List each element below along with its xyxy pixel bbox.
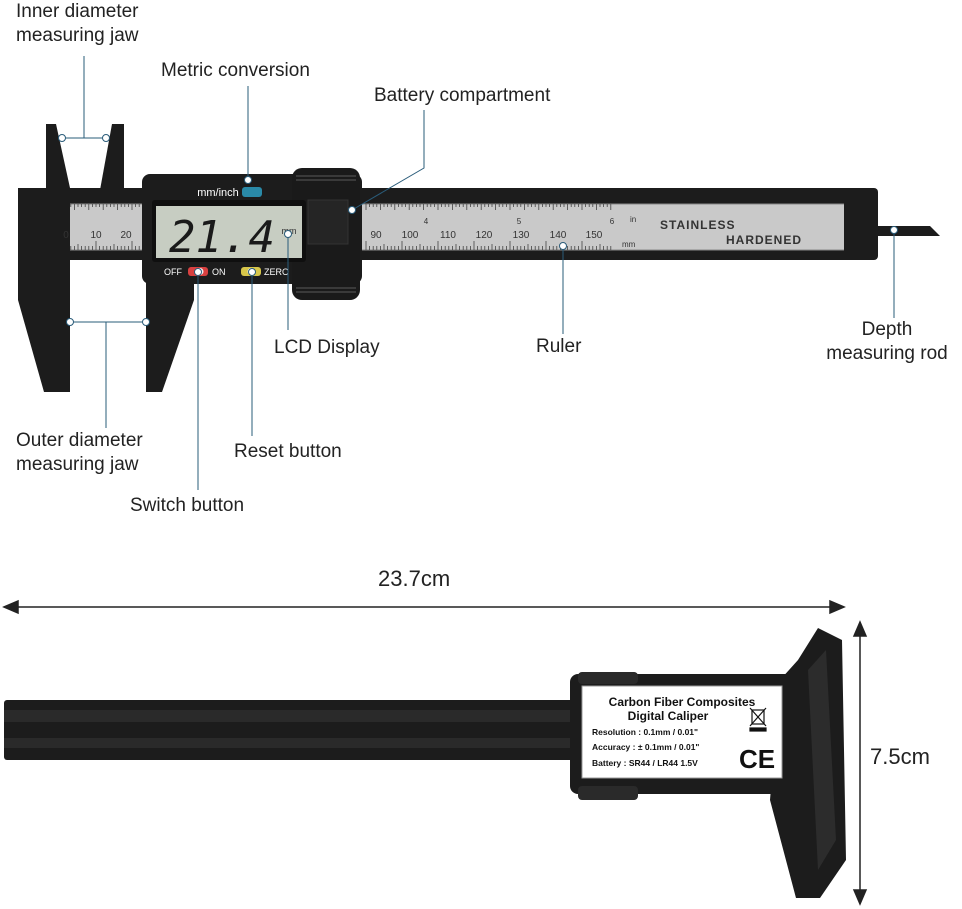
ruler-scale-number: 120 (476, 230, 493, 241)
mode-label: mm/inch (197, 187, 239, 199)
depth-rod-callout: Depth measuring rod (826, 319, 948, 364)
lcd-display-callout: LCD Display (274, 337, 380, 358)
caliper-side-view: Carbon Fiber Composites Digital Caliper … (2, 599, 868, 906)
zero-label: ZERO (264, 267, 289, 277)
leader-lines (62, 56, 895, 490)
stainless-text: STAINLESS (660, 218, 735, 232)
weee-bin-icon (749, 707, 767, 732)
spec-resolution: Resolution : 0.1mm / 0.01" (592, 727, 698, 737)
fixed-inner-jaw (46, 124, 70, 188)
ruler-scale-number: 20 (120, 230, 132, 241)
sliding-outer-jaw (146, 260, 194, 392)
height-arrow (852, 620, 868, 906)
ruler-inch-number: 4 (424, 217, 429, 226)
on-label: ON (212, 267, 226, 277)
ruler-scale-number: 10 (90, 230, 102, 241)
reset-button-callout: Reset button (234, 441, 342, 462)
ruler-scale-number: 140 (550, 230, 567, 241)
mode-button[interactable] (242, 187, 262, 197)
ruler-scale-number: 150 (586, 230, 603, 241)
spec-battery: Battery : SR44 / LR44 1.5V (592, 758, 698, 768)
ruler-scale-number: 90 (370, 230, 382, 241)
inner-jaw-callout: Inner diameter measuring jaw (16, 1, 139, 46)
hardened-text: HARDENED (726, 233, 802, 247)
ruler-scale-number: 130 (513, 230, 530, 241)
beam-side (4, 700, 604, 760)
height-dimension-label: 7.5cm (870, 744, 930, 769)
ce-mark-icon: CE (739, 744, 775, 774)
ruler-callout: Ruler (536, 336, 582, 357)
battery-cover (307, 199, 349, 245)
ruler-scale-number: 100 (402, 230, 419, 241)
lcd-reading: 21.4 (169, 212, 275, 263)
ruler-scale-number: 110 (440, 230, 456, 241)
outer-jaw-callout: Outer diameter measuring jaw (16, 430, 143, 475)
spec-title-2: Digital Caliper (628, 709, 709, 723)
lcd-screen (156, 206, 302, 258)
ruler-scale-number: 0 (63, 230, 69, 241)
spec-title-1: Carbon Fiber Composites (609, 695, 756, 709)
leader-dots (58, 134, 898, 326)
length-arrow (2, 599, 846, 615)
spec-accuracy: Accuracy : ± 0.1mm / 0.01" (592, 742, 699, 752)
switch-button-callout: Switch button (130, 495, 245, 516)
fixed-outer-jaw (18, 188, 70, 392)
off-label: OFF (164, 267, 182, 277)
battery-compartment-callout: Battery compartment (374, 85, 551, 106)
length-dimension-label: 23.7cm (378, 566, 451, 591)
mm-unit-label: mm (622, 240, 636, 249)
caliper-top-view: 21.4 mm mm/inch OFF ON ZERO STAINLESS HA… (18, 56, 940, 490)
metric-conversion-callout: Metric conversion (161, 60, 310, 81)
sliding-inner-jaw (100, 124, 124, 190)
inch-unit-label: in (630, 215, 636, 224)
ruler-inch-number: 5 (517, 217, 522, 226)
ruler-inch-number: 6 (610, 217, 615, 226)
spec-label-card (581, 685, 783, 779)
